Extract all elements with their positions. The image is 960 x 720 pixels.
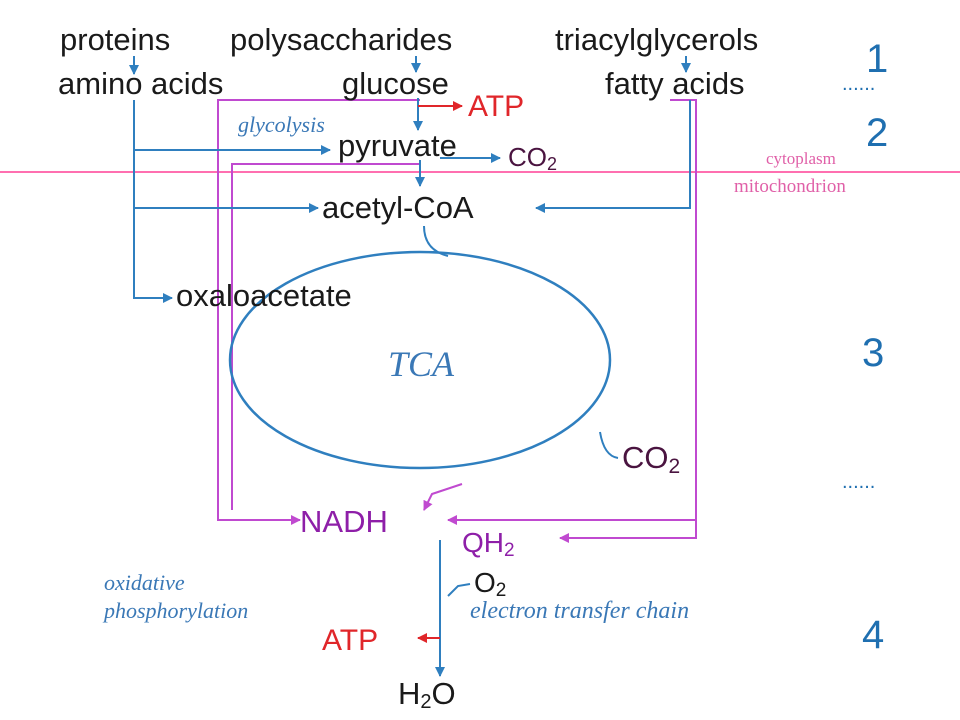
label-polysaccharides: polysaccharides <box>230 22 452 57</box>
label-amino-acids: amino acids <box>58 66 223 101</box>
label-electron-transfer-chain: electron transfer chain <box>470 598 689 624</box>
mito-inner-bracket <box>231 163 420 510</box>
label-tca: TCA <box>388 344 455 384</box>
label-qh2: QH2 <box>462 527 515 561</box>
label-nadh: NADH <box>300 504 388 539</box>
amino-acid-trunk <box>133 100 173 303</box>
label-oxidative: oxidative <box>104 570 185 595</box>
label-h2o: H2O <box>398 676 456 713</box>
fatty-acid-purple-line <box>559 99 697 543</box>
tca-circle <box>228 250 612 470</box>
label-o2: O2 <box>474 567 506 601</box>
stage-number-4: 4 <box>862 613 884 657</box>
stage-dots-2: ...... <box>842 471 875 493</box>
label-fatty-acids: fatty acids <box>605 66 745 101</box>
glycolysis-bracket <box>217 99 420 525</box>
label-phosphorylation: phosphorylation <box>102 598 248 623</box>
tca-co2-arrow <box>599 431 619 459</box>
label-cytoplasm: cytoplasm <box>766 149 836 168</box>
label-co2-tca: CO2 <box>622 440 680 478</box>
label-triacylglycerols: triacylglycerols <box>555 22 758 57</box>
label-mitochondrion: mitochondrion <box>734 176 846 197</box>
label-acetyl-coa: acetyl-CoA <box>322 190 474 225</box>
acetylcoa-to-tca-arrow <box>423 225 449 257</box>
label-proteins: proteins <box>60 22 170 57</box>
label-oxaloacetate: oxaloacetate <box>176 278 352 313</box>
stage-number-2: 2 <box>866 111 888 155</box>
stage-number-3: 3 <box>862 331 884 375</box>
label-glycolysis: glycolysis <box>238 112 325 137</box>
stage-number-1: 1 <box>866 37 888 81</box>
stage-dots-1: ...... <box>842 73 875 95</box>
label-atp-glycolysis: ATP <box>468 90 524 123</box>
o2-arrow <box>447 583 471 597</box>
label-pyruvate: pyruvate <box>338 128 457 163</box>
fatty-acid-to-acetylcoa-arrow <box>535 100 691 213</box>
label-glucose: glucose <box>342 66 449 101</box>
label-atp-oxphos: ATP <box>322 624 378 657</box>
label-co2-pyruvate: CO2 <box>508 142 557 174</box>
tca-to-nadh-arrow <box>423 483 463 511</box>
